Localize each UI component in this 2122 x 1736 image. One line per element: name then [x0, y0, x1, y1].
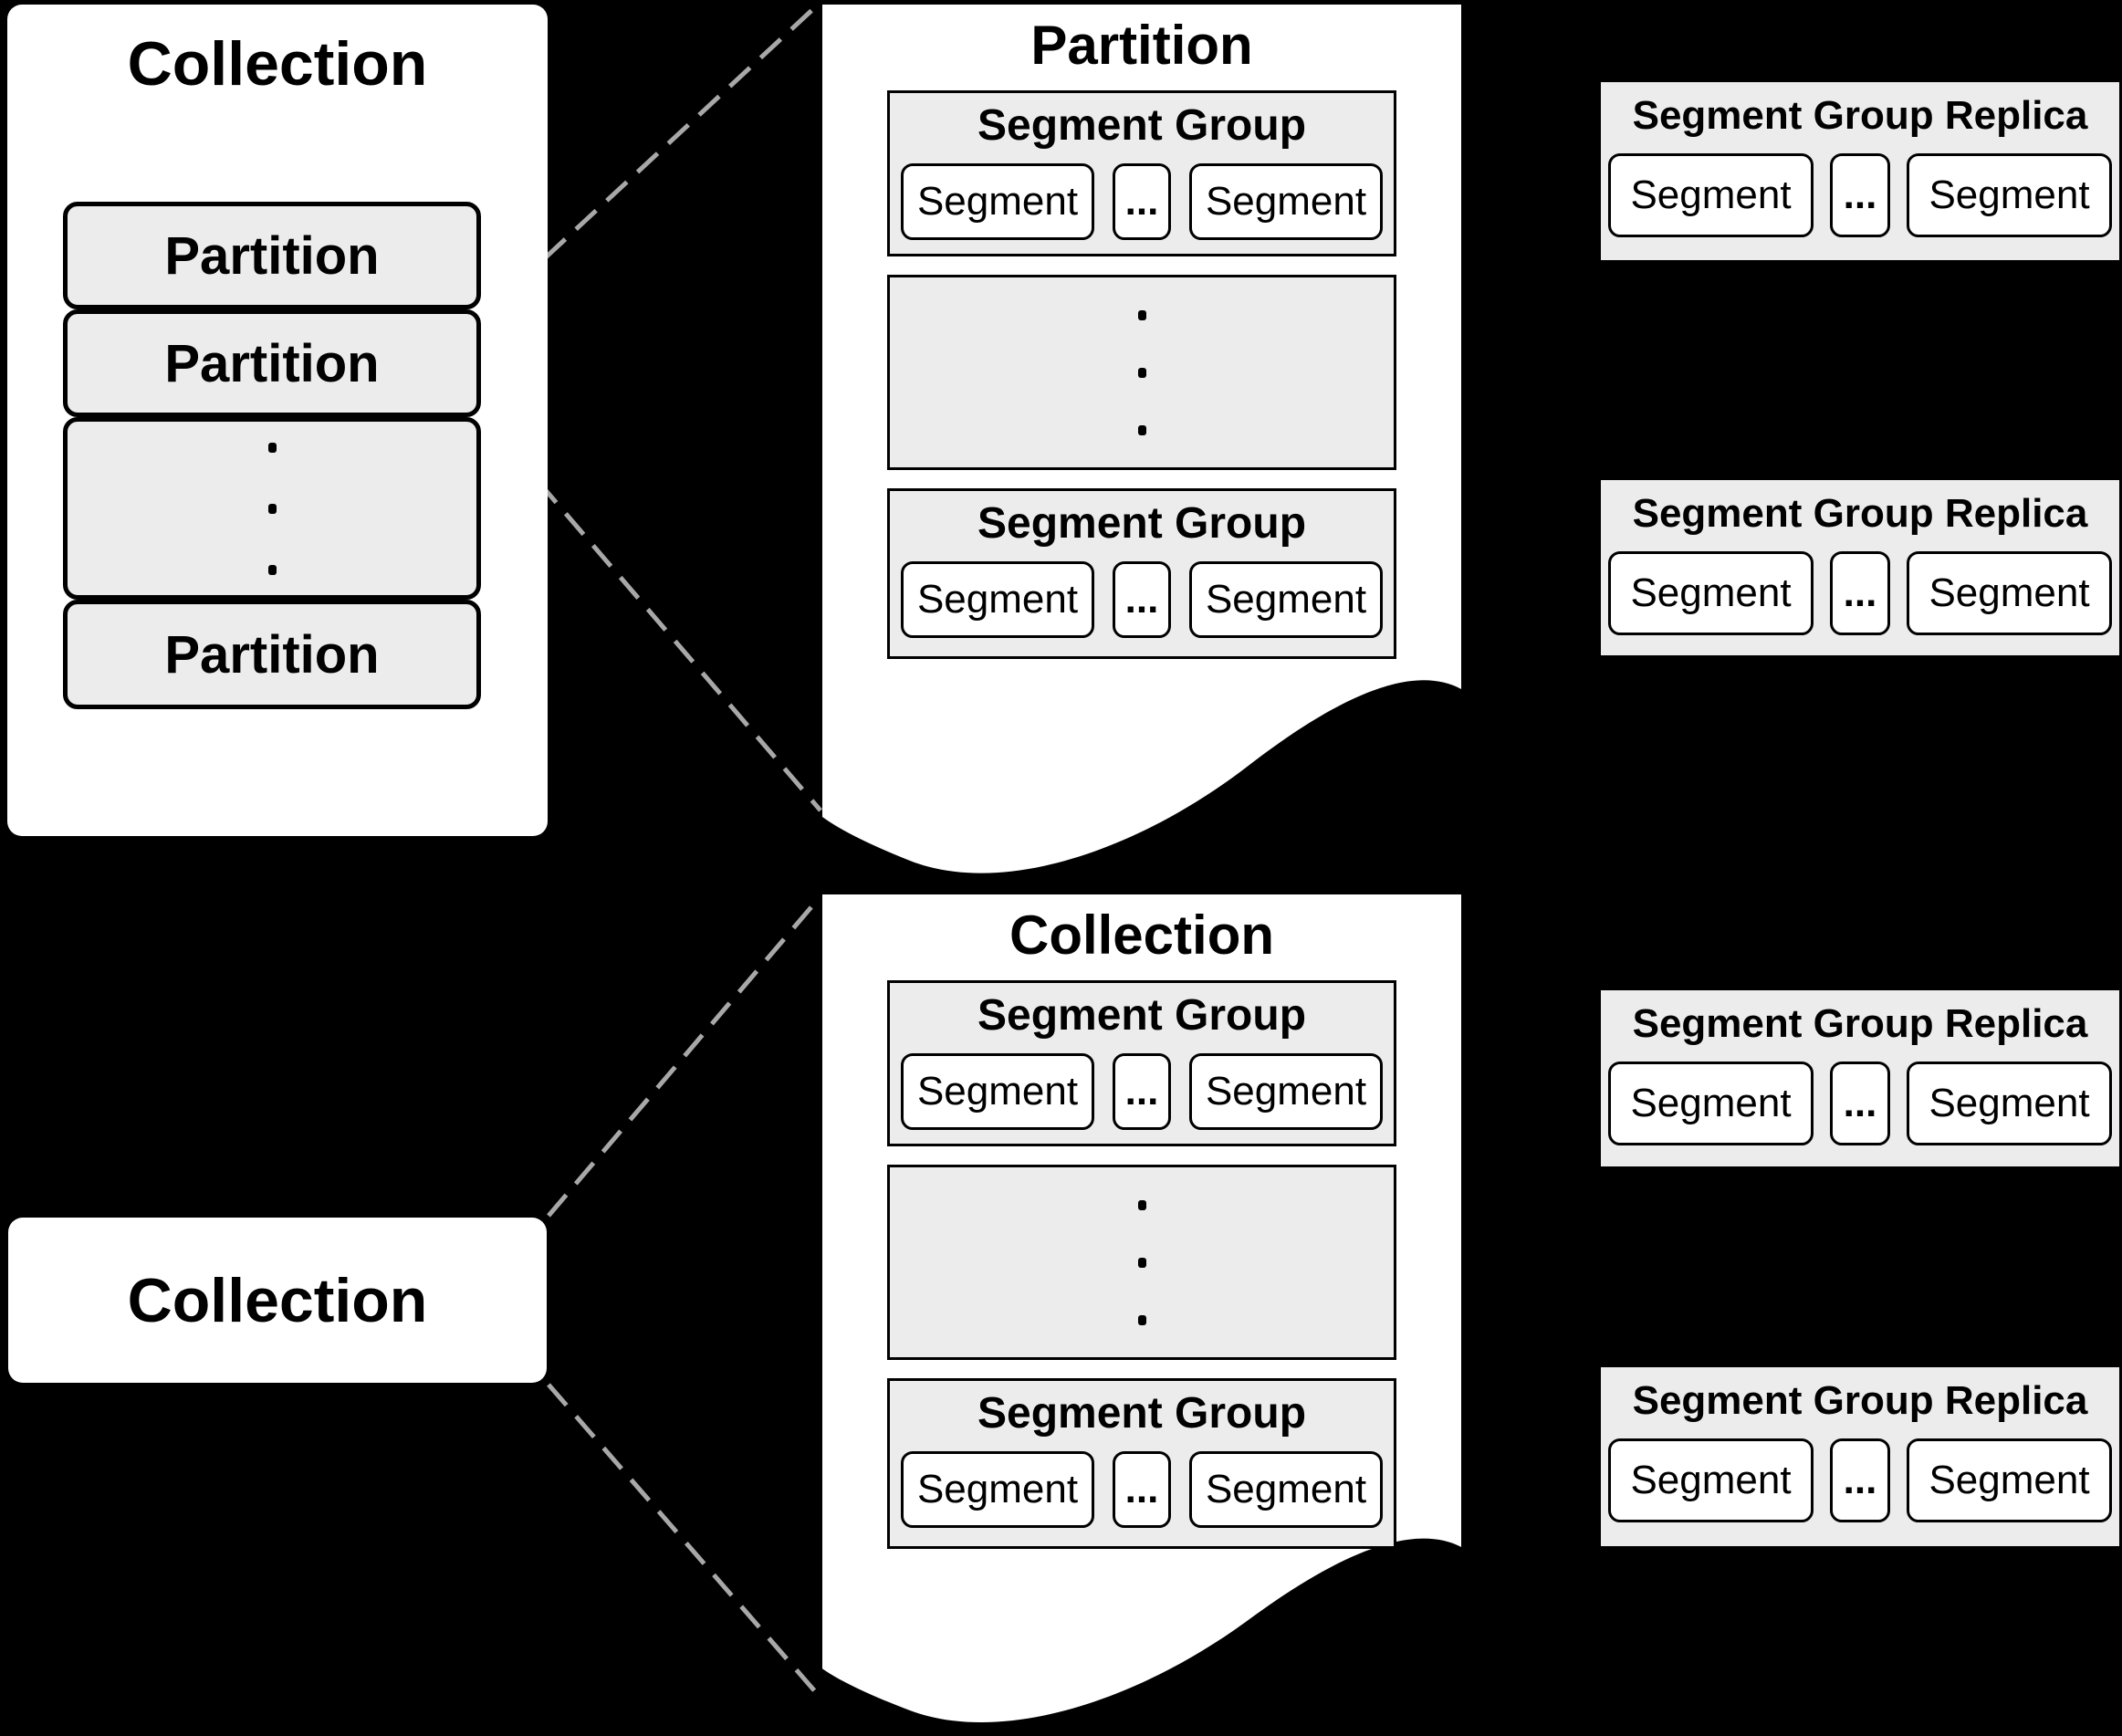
ellipsis-box: ...	[1830, 1438, 1890, 1522]
segment-group-title: Segment Group	[977, 101, 1307, 150]
ellipsis-box: ...	[1113, 1451, 1171, 1528]
partition-document: Partition Segment Group Segment ... Segm…	[822, 5, 1461, 881]
segment-group-title: Segment Group	[977, 991, 1307, 1040]
segment-group-box: Segment Group Segment ... Segment	[887, 1378, 1396, 1549]
segment-box: Segment	[1608, 1438, 1814, 1522]
replica-title: Segment Group Replica	[1632, 491, 2088, 536]
segment-row: Segment ... Segment	[901, 163, 1383, 240]
segment-group-replica-box-2: Segment Group Replica Segment ... Segmen…	[1601, 480, 2119, 655]
segment-row: Segment ... Segment	[1608, 1061, 2112, 1145]
segment-row: Segment ... Segment	[1608, 153, 2112, 237]
collection-document-title: Collection	[1009, 905, 1274, 966]
partition-document-title: Partition	[1030, 15, 1253, 76]
partition-label: Partition	[164, 225, 380, 286]
segment-box: Segment	[1608, 1061, 1814, 1145]
vertical-ellipsis-icon	[267, 422, 277, 595]
segment-group-title: Segment Group	[977, 1389, 1307, 1438]
segment-box: Segment	[1608, 153, 1814, 237]
segment-box: Segment	[1189, 561, 1383, 638]
segment-row: Segment ... Segment	[901, 1053, 1383, 1130]
segment-group-ellipsis-box	[887, 275, 1396, 470]
collection-label: Collection	[127, 1265, 428, 1335]
segment-group-box: Segment Group Segment ... Segment	[887, 980, 1396, 1146]
vertical-ellipsis-icon	[1137, 277, 1146, 467]
ellipsis-box: ...	[1113, 1053, 1171, 1130]
partition-box-2: Partition	[63, 309, 481, 417]
segment-box: Segment	[1189, 1053, 1383, 1130]
replica-title: Segment Group Replica	[1632, 1001, 2088, 1046]
segment-box: Segment	[1189, 1451, 1383, 1528]
ellipsis-box: ...	[1830, 551, 1890, 635]
segment-box: Segment	[1608, 551, 1814, 635]
segment-group-ellipsis-box	[887, 1165, 1396, 1360]
segment-box: Segment	[901, 561, 1094, 638]
ellipsis-box: ...	[1830, 153, 1890, 237]
segment-box: Segment	[1907, 551, 2112, 635]
partition-label: Partition	[164, 333, 380, 393]
segment-row: Segment ... Segment	[901, 561, 1383, 638]
segment-row: Segment ... Segment	[1608, 551, 2112, 635]
segment-row: Segment ... Segment	[1608, 1438, 2112, 1522]
segment-box: Segment	[1189, 163, 1383, 240]
segment-group-replica-box-4: Segment Group Replica Segment ... Segmen…	[1601, 1367, 2119, 1546]
ellipsis-box: ...	[1113, 163, 1171, 240]
collection-document: Collection Segment Group Segment ... Seg…	[822, 894, 1461, 1730]
ellipsis-box: ...	[1113, 561, 1171, 638]
segment-box: Segment	[901, 1053, 1094, 1130]
connector-collection-bottom	[547, 1383, 822, 1699]
collection-panel: Collection Partition Partition Partition	[7, 5, 548, 836]
segment-row: Segment ... Segment	[901, 1451, 1383, 1528]
replica-title: Segment Group Replica	[1632, 93, 2088, 138]
segment-box: Segment	[901, 1451, 1094, 1528]
segment-box: Segment	[1907, 1438, 2112, 1522]
connector-collection-top	[547, 894, 822, 1218]
segment-box: Segment	[901, 163, 1094, 240]
partition-box-1: Partition	[63, 202, 481, 309]
partition-label: Partition	[164, 624, 380, 685]
segment-box: Segment	[1907, 153, 2112, 237]
replica-title: Segment Group Replica	[1632, 1378, 2088, 1423]
segment-group-title: Segment Group	[977, 499, 1307, 548]
partition-box-3: Partition	[63, 600, 481, 709]
partition-ellipsis-box	[63, 417, 481, 600]
segment-box: Segment	[1907, 1061, 2112, 1145]
collection-panel-title: Collection	[127, 29, 428, 99]
connector-partition-top	[482, 5, 817, 317]
collection-label-box: Collection	[8, 1218, 547, 1383]
ellipsis-box: ...	[1830, 1061, 1890, 1145]
segment-group-box: Segment Group Segment ... Segment	[887, 90, 1396, 256]
segment-group-box: Segment Group Segment ... Segment	[887, 488, 1396, 659]
segment-group-replica-box-1: Segment Group Replica Segment ... Segmen…	[1601, 82, 2119, 260]
segment-group-replica-box-3: Segment Group Replica Segment ... Segmen…	[1601, 990, 2119, 1166]
vertical-ellipsis-icon	[1137, 1167, 1146, 1357]
